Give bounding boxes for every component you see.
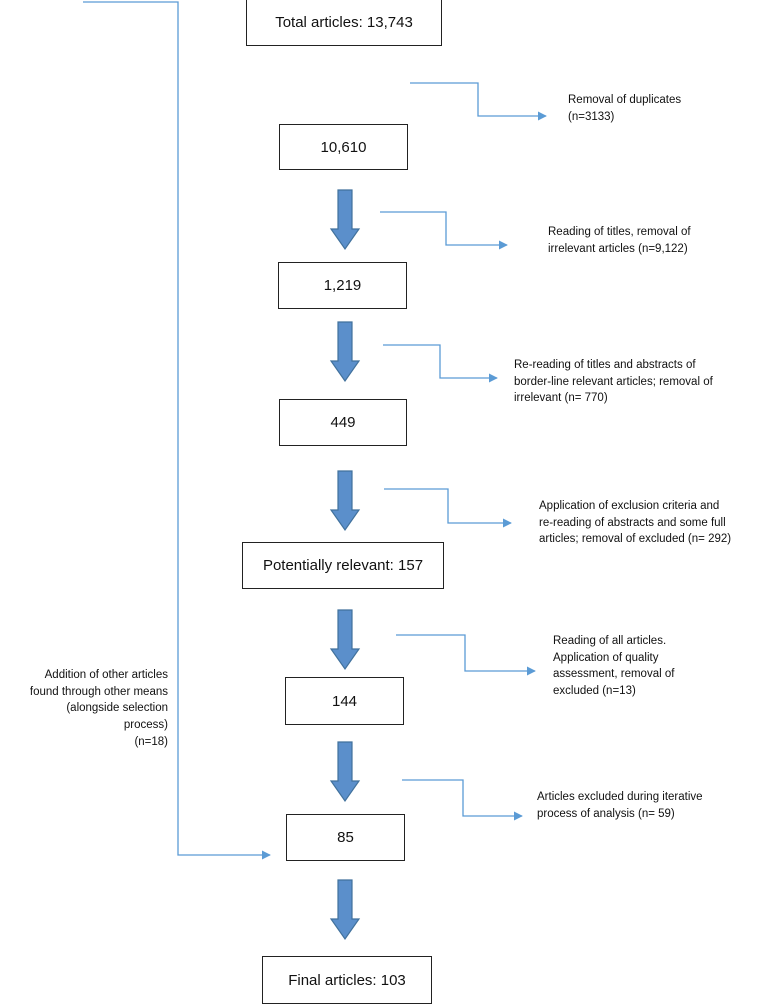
note-line: border-line relevant articles; removal o…	[514, 375, 713, 388]
note-line: Addition of other articles	[44, 669, 168, 681]
note-line: (n=18)	[134, 735, 168, 748]
quality-note: Reading of all articles. Application of …	[553, 633, 674, 700]
box-10610: 10,610	[279, 124, 408, 170]
box-449-label: 449	[330, 414, 356, 431]
note-line: Re-reading of titles and abstracts of	[514, 359, 696, 371]
down-arrow-4	[329, 609, 361, 671]
box-1219: 1,219	[278, 262, 407, 309]
total-articles-box: Total articles: 13,743	[246, 0, 442, 46]
down-arrow-6	[329, 879, 361, 941]
potentially-relevant-box: Potentially relevant: 157	[242, 542, 444, 589]
box-85: 85	[286, 814, 405, 861]
box-449: 449	[279, 399, 407, 446]
note-line: (alongside selection	[66, 702, 168, 715]
addition-note: Addition of other articles found through…	[6, 667, 168, 750]
quality-connector	[396, 634, 536, 676]
iterative-note: Articles excluded during iterative proce…	[537, 789, 703, 822]
note-line: process)	[123, 719, 168, 732]
duplicates-connector	[410, 82, 547, 121]
down-arrow-5	[329, 741, 361, 803]
note-line: Application of exclusion criteria and	[539, 500, 720, 512]
note-line: found through other means	[29, 685, 168, 698]
down-arrow-3	[329, 470, 361, 532]
potentially-relevant-label: Potentially relevant: 157	[262, 557, 424, 574]
box-1219-label: 1,219	[323, 277, 362, 294]
duplicates-note: Removal of duplicates (n=3133)	[568, 92, 681, 125]
rereading-connector	[383, 344, 498, 383]
note-line: excluded (n=13)	[553, 685, 636, 698]
note-line: Application of quality	[553, 651, 659, 664]
final-articles-label: Final articles: 103	[288, 971, 406, 989]
rereading-note: Re-reading of titles and abstracts of bo…	[514, 357, 713, 407]
box-85-label: 85	[337, 829, 354, 846]
down-arrow-1	[329, 189, 361, 251]
final-articles-box: Final articles: 103	[262, 956, 432, 1004]
note-line: Reading of all articles.	[553, 635, 667, 647]
note-line: Removal of duplicates	[568, 94, 682, 106]
note-line: process of analysis (n= 59)	[537, 807, 675, 820]
exclusion-note: Application of exclusion criteria and re…	[539, 498, 731, 548]
note-line: irrelevant articles (n=9,122)	[548, 242, 688, 255]
down-arrow-2	[329, 321, 361, 383]
note-line: articles; removal of excluded (n= 292)	[539, 533, 732, 546]
box-144: 144	[285, 677, 404, 725]
titles-note: Reading of titles, removal of irrelevant…	[548, 224, 691, 257]
box-144-label: 144	[331, 692, 358, 710]
iterative-connector	[402, 779, 523, 821]
exclusion-connector	[384, 488, 512, 528]
note-line: Articles excluded during iterative	[537, 791, 703, 803]
note-line: irrelevant (n= 770)	[514, 392, 608, 405]
note-line: assessment, removal of	[553, 668, 675, 681]
addition-connector	[83, 1, 271, 860]
box-10610-label: 10,610	[320, 138, 367, 156]
total-articles-label: Total articles: 13,743	[275, 13, 413, 31]
note-line: re-reading of abstracts and some full	[539, 516, 726, 529]
titles-connector	[380, 211, 508, 250]
note-line: (n=3133)	[568, 110, 615, 123]
note-line: Reading of titles, removal of	[548, 226, 691, 238]
